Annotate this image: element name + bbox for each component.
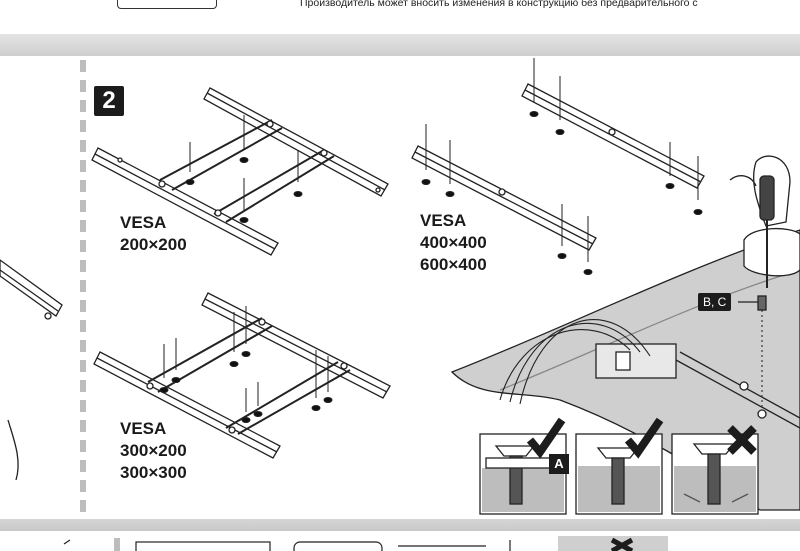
section-divider-bottom [0, 519, 800, 531]
check-icon [526, 417, 566, 459]
vesa-size: 300×300 [120, 463, 187, 482]
rails-400 [411, 83, 705, 251]
top-strip [0, 0, 800, 34]
fit-detail-c [671, 433, 759, 515]
screws-300 [159, 306, 333, 423]
vesa-size: 400×400 [420, 233, 487, 252]
fit-detail-a [479, 433, 567, 515]
insert-callout-a: A [549, 454, 569, 474]
screw-callout-bc: B, C [698, 293, 732, 311]
manufacturer-notice: Производитель может вносить изменения в … [300, 0, 698, 9]
screws-200x200 [185, 115, 303, 223]
vesa-heading: VESA [420, 211, 467, 230]
bottom-fragments [63, 536, 668, 551]
check-icon [624, 417, 664, 459]
vesa-heading: VESA [120, 419, 167, 438]
screws-400 [421, 58, 703, 275]
vesa-size: 600×400 [420, 255, 487, 274]
section-divider-top [0, 34, 800, 56]
vesa-size: 200×200 [120, 235, 187, 254]
top-box [117, 0, 217, 9]
vesa-size: 300×200 [120, 441, 187, 460]
step-number-badge: 2 [94, 86, 124, 116]
fit-detail-b [575, 433, 663, 515]
vesa-label-200: VESA 200×200 [120, 212, 187, 256]
rails-300 [93, 292, 391, 459]
hand-screwdriver [729, 155, 800, 419]
left-rail-fragment [0, 259, 63, 481]
vesa-label-300: VESA 300×200 300×300 [120, 418, 187, 484]
cross-icon [727, 425, 757, 455]
vesa-label-400: VESA 400×400 600×400 [420, 210, 487, 276]
vesa-heading: VESA [120, 213, 167, 232]
